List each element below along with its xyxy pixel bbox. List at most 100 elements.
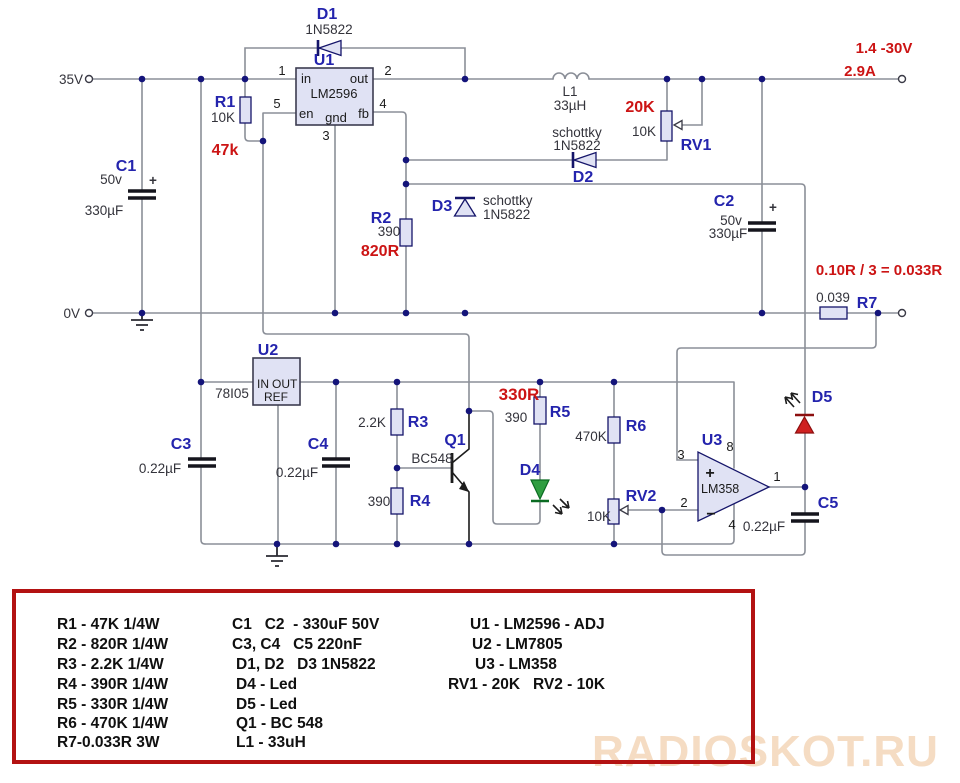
label-r5-value: 390 xyxy=(505,410,528,425)
label-l1-ref: L1 xyxy=(562,84,577,99)
chip-u1 xyxy=(295,67,374,126)
label-u3-part: LM358 xyxy=(701,482,739,496)
transistor-q1 xyxy=(450,412,470,543)
label-u2-ref-pin: REF xyxy=(264,390,288,404)
terminal-35v xyxy=(84,74,94,84)
label-r5-override: 330R xyxy=(499,385,540,404)
parts-r4: R4 - 390R 1/4W xyxy=(57,676,168,693)
label-c2-volt: 50v xyxy=(720,213,742,228)
label-d3-part: 1N5822 xyxy=(483,207,530,222)
label-u3-ref: U3 xyxy=(702,432,723,449)
label-c4-value: 0.22µF xyxy=(276,465,318,480)
label-r2-value: 390 xyxy=(378,224,401,239)
ground-symbol-main xyxy=(131,313,153,331)
label-r7-ref: R7 xyxy=(857,295,878,312)
label-d1-part: 1N5822 xyxy=(305,22,352,37)
resistor-r6 xyxy=(607,416,621,444)
label-iout: 2.9A xyxy=(844,63,876,80)
label-d1-ref: D1 xyxy=(317,6,338,23)
label-r6-ref: R6 xyxy=(626,418,647,435)
label-r6-value: 470K xyxy=(575,429,607,444)
label-vout: 1.4 -30V xyxy=(856,40,913,57)
parts-r2: R2 - 820R 1/4W xyxy=(57,636,168,653)
parts-d4: D4 - Led xyxy=(236,676,297,693)
label-c5-value: 0.22µF xyxy=(743,519,785,534)
label-c1-plus: + xyxy=(149,173,157,188)
parts-r3: R3 - 2.2K 1/4W xyxy=(57,656,164,673)
chip-u2 xyxy=(252,357,301,406)
led-d4-green xyxy=(530,479,570,515)
resistor-r3 xyxy=(390,408,404,436)
capacitor-c5 xyxy=(791,512,819,523)
label-l1-value: 33µH xyxy=(554,98,587,113)
label-u2-out: OUT xyxy=(272,377,298,391)
parts-rv1rv2: RV1 - 20K RV2 - 10K xyxy=(448,676,606,693)
parts-c1c2: C1 C2 - 330uF 50V xyxy=(232,616,380,633)
label-r2-override: 820R xyxy=(361,243,400,260)
label-u1-out: out xyxy=(350,71,368,86)
resistor-r5 xyxy=(533,396,547,425)
label-u1-pin3: 3 xyxy=(322,128,329,143)
resistor-r1 xyxy=(239,96,252,124)
terminal-out-return xyxy=(897,308,907,318)
label-c2-ref: C2 xyxy=(714,193,735,210)
label-c1-ref: C1 xyxy=(116,158,137,175)
label-sense-note: 0.10R / 3 = 0.033R xyxy=(816,262,943,279)
label-rv2-value: 10K xyxy=(587,509,611,524)
parts-q1: Q1 - BC 548 xyxy=(236,715,323,732)
capacitor-c4 xyxy=(322,457,350,468)
label-rv1-value: 10K xyxy=(632,124,656,139)
terminal-vout xyxy=(897,74,907,84)
label-r7-value: 0.039 xyxy=(816,290,850,305)
label-u1-pin1: 1 xyxy=(278,63,285,78)
parts-u1: U1 - LM2596 - ADJ xyxy=(470,616,605,633)
wires xyxy=(88,47,903,556)
label-c1-value: 330µF xyxy=(85,203,124,218)
label-rv2-ref: RV2 xyxy=(626,488,657,505)
label-r1-override: 47k xyxy=(212,142,239,159)
label-u1-ref: U1 xyxy=(314,52,335,69)
parts-r6: R6 - 470K 1/4W xyxy=(57,715,168,732)
diode-d1 xyxy=(316,39,342,57)
label-u2-in: IN xyxy=(257,377,269,391)
label-c3-value: 0.22µF xyxy=(139,461,181,476)
parts-list-border xyxy=(12,589,755,764)
label-u2-part: 78I05 xyxy=(215,386,249,401)
diode-d2 xyxy=(571,151,597,169)
label-r2-ref: R2 xyxy=(371,210,392,227)
parts-list: RADIOSKOT.RU R1 - 47K 1/4W R2 - 820R 1/4… xyxy=(12,589,938,776)
label-u1-part: LM2596 xyxy=(311,86,358,101)
parts-u3: U3 - LM358 xyxy=(475,656,557,673)
opamp-u3 xyxy=(697,450,771,523)
label-c5-ref: C5 xyxy=(818,495,839,512)
label-r5-ref: R5 xyxy=(550,404,571,421)
parts-d5: D5 - Led xyxy=(236,696,297,713)
label-c1-volt: 50v xyxy=(100,172,122,187)
capacitor-c2 xyxy=(748,221,776,232)
label-u2-ref: U2 xyxy=(258,342,279,359)
label-r4-ref: R4 xyxy=(410,493,431,510)
label-c3-ref: C3 xyxy=(171,436,192,453)
parts-u2: U2 - LM7805 xyxy=(472,636,563,653)
label-c2-plus: + xyxy=(769,200,777,215)
label-c4-ref: C4 xyxy=(308,436,329,453)
potentiometer-rv1 xyxy=(660,110,683,142)
label-u3-pin1: 1 xyxy=(773,469,780,484)
label-d4-ref: D4 xyxy=(520,462,541,479)
label-u3-pin4: 4 xyxy=(728,517,735,532)
label-u1-en: en xyxy=(299,106,313,121)
led-d5-red xyxy=(784,392,815,434)
label-u3-pin8: 8 xyxy=(726,439,733,454)
resistor-r7 xyxy=(819,306,848,320)
label-rv1-ref: RV1 xyxy=(681,137,712,154)
diode-d3 xyxy=(453,196,477,217)
label-u3-plus: + xyxy=(705,465,714,482)
parts-l1: L1 - 33uH xyxy=(236,734,306,751)
parts-c3c4c5: C3, C4 C5 220nF xyxy=(232,636,362,653)
label-r1-ref: R1 xyxy=(215,94,236,111)
capacitor-c3 xyxy=(188,457,216,468)
label-d2-part: 1N5822 xyxy=(553,138,600,153)
terminal-0v xyxy=(84,308,94,318)
